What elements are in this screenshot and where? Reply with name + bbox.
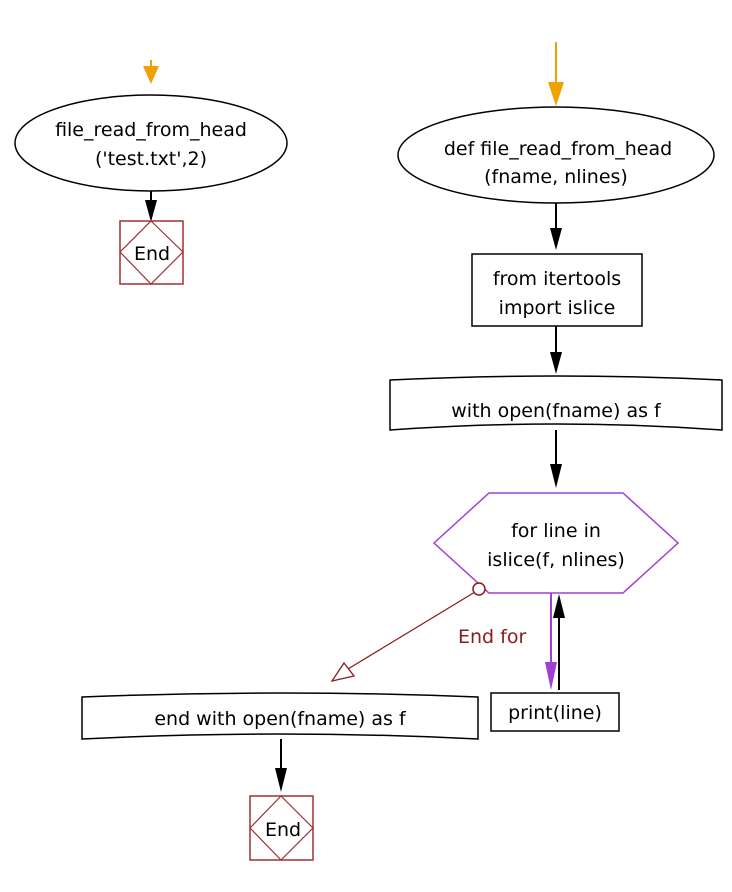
left-call-terminal: file_read_from_head ('test.txt',2): [14, 94, 288, 192]
arrow-def-to-import: [550, 203, 562, 250]
end-with-label: end with open(fname) as f: [154, 708, 407, 730]
for-line2: islice(f, nlines): [487, 549, 625, 571]
import-line1: from itertools: [493, 268, 621, 290]
def-line2: (fname, nlines): [484, 166, 628, 188]
right-start-arrow: [548, 42, 564, 106]
arrow-with-to-for: [550, 430, 562, 488]
with-block: with open(fname) as f: [389, 375, 723, 431]
for-line1: for line in: [511, 520, 601, 542]
end-for-label: End for: [458, 626, 526, 648]
end-for-connector: End for: [330, 582, 526, 682]
left-end-label: End: [134, 243, 170, 265]
print-label: print(line): [508, 702, 602, 724]
import-process-box: from itertools import islice: [471, 253, 643, 327]
left-call-line1: file_read_from_head: [55, 119, 247, 141]
for-loop-hexagon: for line in islice(f, nlines): [432, 492, 680, 594]
arrow-endwith-to-end: [275, 739, 287, 792]
def-line1: def file_read_from_head: [444, 138, 672, 160]
right-end-label: End: [265, 819, 301, 841]
loop-return-arrow: [553, 594, 565, 690]
left-end-box: End: [119, 220, 184, 285]
left-start-arrow: [143, 60, 159, 84]
end-with-block: end with open(fname) as f: [81, 692, 479, 740]
with-label: with open(fname) as f: [451, 400, 662, 422]
def-terminal: def file_read_from_head (fname, nlines): [397, 106, 715, 204]
left-call-line2: ('test.txt',2): [95, 148, 207, 170]
right-end-box: End: [249, 795, 314, 861]
import-line2: import islice: [499, 297, 616, 319]
left-arrow-to-end: [145, 191, 157, 222]
print-process-box: print(line): [490, 692, 620, 732]
loop-down-arrow: [545, 593, 557, 690]
arrow-import-to-with: [550, 326, 562, 374]
